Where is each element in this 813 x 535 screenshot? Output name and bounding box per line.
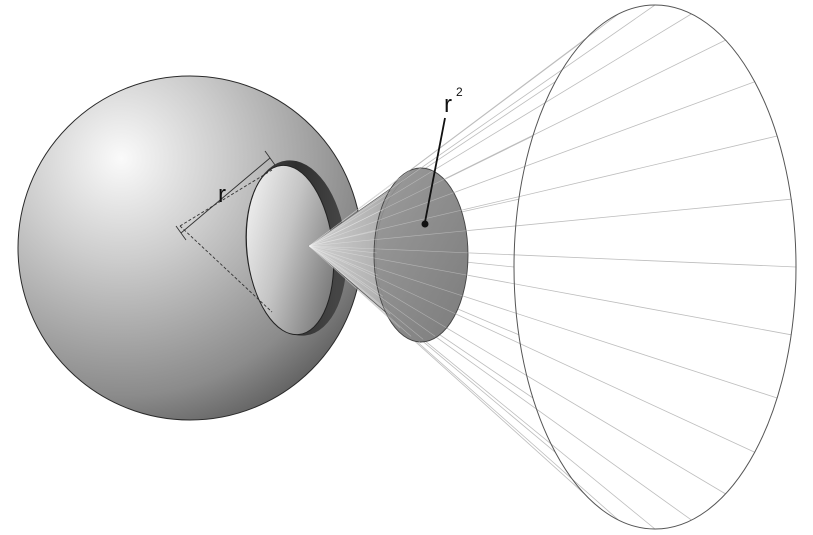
projection-ray-inner (308, 245, 457, 315)
projection-ray (308, 13, 619, 247)
projection-ray-inner (308, 169, 436, 247)
far-projection-ellipse (513, 4, 797, 530)
projection-ray-inner (308, 177, 447, 247)
projection-ray-inner (308, 245, 377, 254)
area-leader-line (424, 117, 446, 223)
projection-ray-inner (308, 230, 469, 247)
radius-dashed-top (179, 169, 273, 227)
projection-ray-inner (308, 191, 457, 247)
projection-ray-inner (308, 245, 424, 340)
projection-ray-inner (308, 245, 469, 276)
projection-ray-inner (308, 245, 464, 297)
projection-ray-inner (308, 166, 424, 247)
radius-tick-inner (175, 225, 187, 241)
projection-ray-inner (308, 245, 436, 337)
radius-dashed-bottom (179, 225, 273, 313)
projection-rays-front (308, 166, 470, 340)
projection-ray (308, 245, 619, 521)
small-cone-base-backedge (375, 167, 421, 343)
area-label-base: r (444, 91, 452, 118)
radius-guides (175, 150, 276, 313)
radius-dimension-line (180, 157, 271, 234)
small-cone-base (373, 167, 469, 343)
projection-ray-inner (308, 245, 412, 337)
radius-tick-outer (264, 150, 276, 166)
projection-ray-inner (308, 230, 379, 247)
projection-ray-inner (308, 177, 401, 247)
projection-ray-inner (308, 245, 401, 329)
projection-ray-inner (308, 245, 470, 254)
projection-ray-inner (308, 191, 391, 247)
projection-ray-inner (308, 169, 412, 247)
radius-label: r (218, 181, 226, 208)
projection-ray-inner (308, 245, 379, 276)
projection-ray-inner (308, 245, 384, 297)
area-leader-dot (421, 220, 429, 228)
projection-ray-inner (308, 245, 447, 329)
area-label-exponent: 2 (456, 85, 463, 99)
projection-ray-inner (308, 245, 391, 315)
projection-ray-inner (308, 209, 384, 247)
projection-ray-inner (308, 209, 464, 247)
